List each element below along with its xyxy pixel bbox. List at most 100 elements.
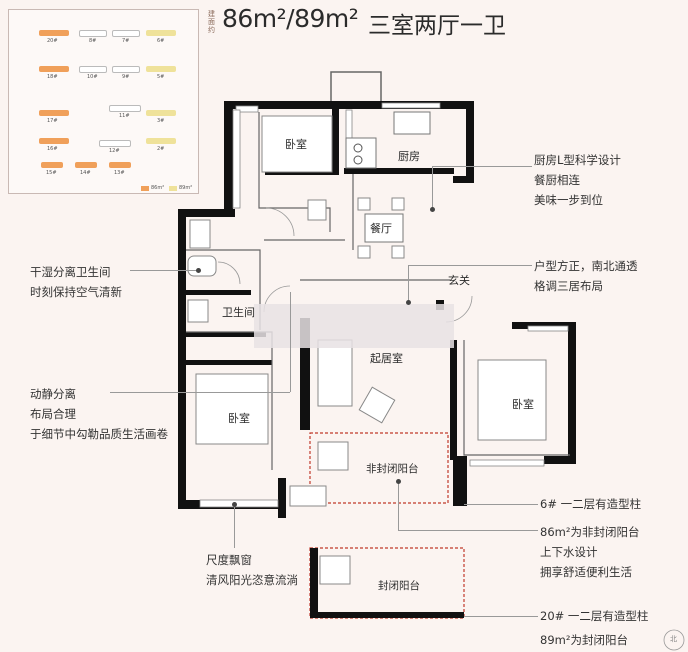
note-line: 美味一步到位	[534, 193, 603, 207]
kitchen-sink	[393, 111, 431, 135]
building-number: 16#	[47, 146, 58, 152]
note-window: 尺度飘窗 清风阳光恣意流淌	[206, 550, 298, 590]
legend-label: 86m²	[151, 185, 165, 191]
sofa	[317, 339, 353, 407]
compass-icon	[663, 629, 685, 651]
note-kitchen: 厨房L型科学设计 餐厨相连 美味一步到位	[534, 150, 621, 210]
bay-window	[289, 485, 327, 507]
leader-line	[432, 166, 433, 210]
note-balcony-89: 89m²为封闭阳台	[540, 633, 628, 647]
note-column-20: 20# 一二层有造型柱	[540, 609, 649, 623]
room-label-kitchen: 厨房	[398, 150, 420, 163]
leader-line	[408, 265, 409, 303]
layout-type: 三室两厅一卫	[368, 13, 506, 39]
note-line: 清风阳光恣意流淌	[206, 573, 298, 587]
bed	[477, 359, 547, 441]
building-number: 18#	[47, 74, 58, 80]
note-layout: 户型方正，南北通透 格调三居布局	[534, 256, 638, 296]
building-block	[99, 140, 131, 147]
leader-dot	[430, 207, 435, 212]
building-number: 12#	[109, 148, 120, 154]
washing-machine	[317, 441, 349, 471]
building-number: 15#	[46, 170, 57, 176]
note-line: 86m²为非封闭阳台	[540, 525, 640, 539]
building-block	[39, 110, 69, 116]
leader-dot	[406, 300, 411, 305]
note-line: 尺度飘窗	[206, 553, 252, 567]
building-number: 14#	[80, 170, 91, 176]
building-number: 7#	[122, 38, 130, 44]
balcony-closed-walls	[310, 548, 464, 618]
stove	[345, 137, 377, 169]
room-label-bedroom-top: 卧室	[285, 138, 307, 151]
leader-dot	[396, 479, 401, 484]
leader-line	[398, 482, 399, 530]
building-number: 17#	[47, 118, 58, 124]
building-number: 20#	[47, 38, 58, 44]
legend-swatch	[141, 186, 149, 191]
burner	[353, 155, 363, 165]
leader-dot	[232, 502, 237, 507]
building-number: 3#	[157, 118, 165, 124]
top-balcony-outline	[330, 71, 382, 103]
compass-label: 北	[670, 635, 677, 643]
leader-line	[432, 166, 532, 167]
note-line: 干湿分离卫生间	[30, 265, 111, 279]
leader-line	[464, 616, 538, 617]
dining-table	[364, 213, 404, 243]
leader-line	[130, 270, 198, 271]
dining-chairs	[357, 197, 405, 259]
legend-swatch	[169, 186, 177, 191]
note-line: 拥享舒适便利生活	[540, 565, 632, 579]
building-number: 11#	[119, 113, 130, 119]
building-block	[146, 66, 176, 72]
watermark-blur	[254, 304, 454, 348]
note-column-6: 6# 一二层有造型柱	[540, 497, 642, 511]
building-number: 2#	[157, 146, 165, 152]
note-line: 餐厨相连	[534, 173, 580, 187]
building-block	[112, 30, 140, 37]
area-value: 86m²/89m²	[222, 4, 359, 33]
room-label-balcony-closed: 封闭阳台	[378, 580, 420, 592]
leader-line	[398, 530, 538, 531]
note-line: 户型方正，南北通透	[534, 259, 638, 273]
building-block	[39, 66, 69, 72]
site-map: 20# 8# 7# 6# 18# 10# 9# 5# 11# 17# 3# 12…	[8, 9, 199, 194]
area-prefix: 建面约	[208, 10, 215, 34]
building-block	[79, 30, 107, 37]
building-block	[146, 30, 176, 36]
building-block	[41, 162, 63, 168]
building-block	[109, 162, 131, 168]
note-line: 厨房L型科学设计	[534, 153, 621, 167]
building-number: 10#	[87, 74, 98, 80]
room-label-bedroom-right: 卧室	[512, 398, 534, 411]
room-label-entrance: 玄关	[448, 274, 470, 287]
leader-dot	[196, 268, 201, 273]
building-number: 8#	[89, 38, 97, 44]
building-block	[75, 162, 97, 168]
note-line: 时刻保持空气清新	[30, 285, 122, 299]
toilet	[187, 299, 209, 323]
building-number: 9#	[122, 74, 130, 80]
legend-label: 89m²	[179, 185, 193, 191]
building-block	[39, 138, 69, 144]
leader-line	[464, 504, 538, 505]
building-block	[146, 138, 176, 144]
washbasin	[189, 219, 211, 249]
note-line: 布局合理	[30, 407, 76, 421]
leader-line	[290, 292, 291, 392]
bed	[261, 115, 333, 173]
note-line: 格调三居布局	[534, 279, 603, 293]
note-line: 上下水设计	[540, 545, 598, 559]
leader-line	[408, 265, 532, 266]
room-label-balcony-open: 非封闭阳台	[366, 463, 419, 475]
room-label-bedroom-left: 卧室	[228, 412, 250, 425]
room-label-dining: 餐厅	[370, 222, 392, 235]
burner	[353, 143, 363, 153]
nightstand	[307, 199, 327, 221]
note-line: 动静分离	[30, 387, 76, 401]
building-number: 13#	[114, 170, 125, 176]
bathtub	[187, 255, 217, 277]
armchair	[358, 386, 396, 424]
note-line: 于细节中勾勒品质生活画卷	[30, 427, 168, 441]
